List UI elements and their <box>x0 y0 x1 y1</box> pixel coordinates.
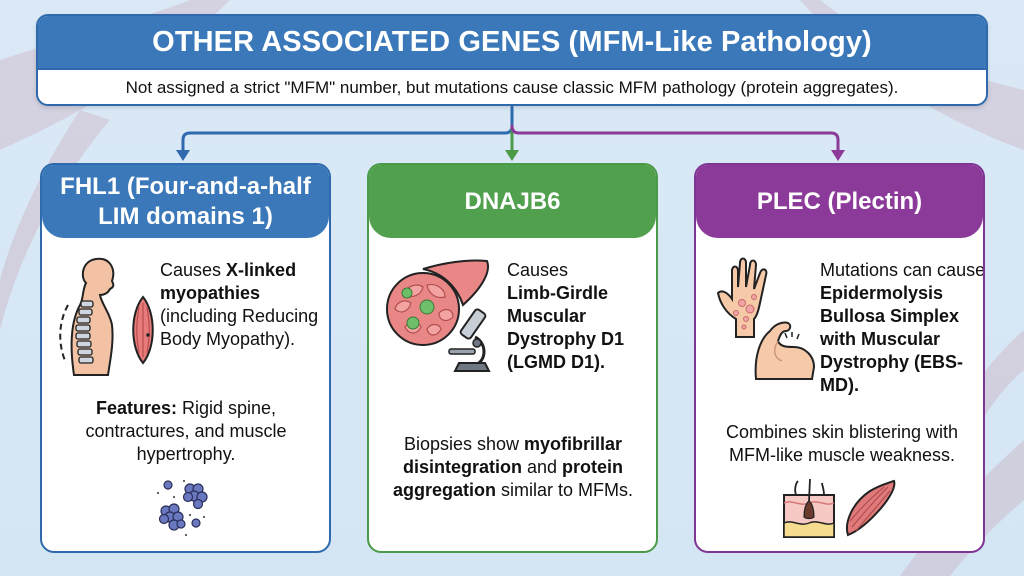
fhl1-features: Features: Rigid spine, contractures, and… <box>85 398 287 464</box>
page-subtitle: Not assigned a strict "MFM" number, but … <box>38 68 986 104</box>
muscle-fiber-icon <box>132 295 154 365</box>
fhl1-description: Causes X-linked myopathies (including Re… <box>160 260 319 349</box>
muscle-cross-section-icon <box>386 259 489 346</box>
arrowhead-fhl1 <box>176 150 190 161</box>
dnajb6-biopsy-findings: Biopsies show myofibrillar disintegratio… <box>392 434 633 500</box>
spine-posture-icon <box>59 257 115 376</box>
microscope-icon <box>448 308 491 372</box>
flexed-arm-icon <box>754 321 816 380</box>
connector-to-fhl1 <box>181 105 514 154</box>
arrowhead-plec <box>831 150 845 161</box>
header-banner: OTHER ASSOCIATED GENES (MFM-Like Patholo… <box>36 14 988 106</box>
card-fhl1: FHL1 (Four-and-a-half LIM domains 1) Cau… <box>40 163 331 553</box>
plec-combined-effect: Combines skin blistering with MFM-like m… <box>725 422 959 465</box>
skin-layers-icon <box>783 478 835 538</box>
arrowhead-dnajb6 <box>505 150 519 161</box>
card-fhl1-title: FHL1 (Four-and-a-half LIM domains 1) <box>42 165 329 238</box>
blistered-hand-icon <box>716 257 768 338</box>
connector-to-plec <box>510 124 840 154</box>
page-title: OTHER ASSOCIATED GENES (MFM-Like Patholo… <box>38 16 986 68</box>
protein-aggregates-icon <box>157 480 208 536</box>
card-plec-title: PLEC (Plectin) <box>696 165 983 238</box>
card-dnajb6-title: DNAJB6 <box>369 165 656 238</box>
muscle-icon <box>846 479 896 537</box>
